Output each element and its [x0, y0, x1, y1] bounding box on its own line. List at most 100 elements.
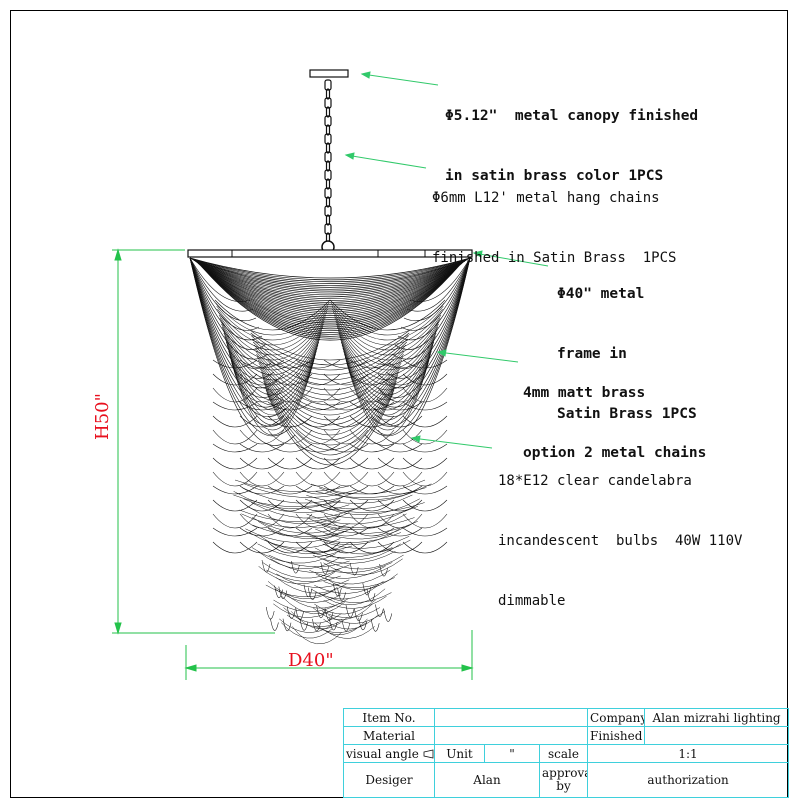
chain-strand [309, 532, 401, 543]
chain-strand [295, 607, 304, 620]
chain-strand [221, 323, 324, 371]
chain-strand [239, 359, 285, 369]
chain-strand [349, 485, 395, 495]
chain-strand [224, 335, 321, 391]
chain-strand [194, 260, 466, 318]
chain-strand [323, 457, 369, 470]
chain-strand [295, 415, 341, 428]
diameter-arrowhead [184, 664, 197, 672]
unit-label: Unit [434, 744, 485, 763]
chain-strand [196, 261, 464, 335]
chain-strand [267, 443, 313, 453]
chain-strand [194, 260, 466, 316]
chain-strand [261, 559, 271, 573]
chain-strand [306, 528, 400, 546]
material-value [433, 726, 589, 745]
hang-chain [324, 79, 332, 244]
chain-link [325, 88, 331, 100]
chain-strand [315, 569, 391, 585]
chain-strand [323, 596, 387, 609]
leader-drape [437, 351, 519, 363]
chain-strand [260, 371, 400, 431]
chain-strand [190, 257, 470, 283]
chain-strand [402, 471, 448, 487]
frame-ring-body [187, 249, 473, 258]
chain-strand [189, 257, 471, 279]
chain-link [324, 169, 332, 181]
chain-strand [295, 485, 341, 495]
chain-strand [370, 257, 471, 427]
chain-strand [406, 257, 471, 312]
chain-strand [282, 618, 292, 631]
chain-strand [341, 618, 351, 632]
chain-link [324, 223, 332, 235]
chain-strand [273, 603, 334, 618]
chain-strand [267, 527, 313, 537]
chain-strand [402, 359, 448, 369]
chain-strand [402, 513, 448, 529]
chain-strand [212, 541, 258, 554]
chain-strand [323, 387, 369, 403]
callout-line: Φ40" metal [557, 286, 645, 302]
chain-strand [323, 401, 369, 411]
chain-strand [323, 527, 369, 537]
chain-strand [189, 257, 251, 302]
chain-strand [377, 401, 423, 411]
chain-strand [196, 261, 464, 331]
callout-drape-chains: 4mm matt brass option 2 metal chains [523, 343, 706, 503]
chain-strand [193, 259, 467, 313]
callout-bulbs: 18*E12 clear candelabra incandescent bul… [498, 431, 742, 651]
chain-link [325, 178, 331, 190]
chain-strand [192, 258, 468, 300]
chain-strand [253, 344, 407, 386]
chain-strand [377, 387, 423, 403]
chain-strand [192, 259, 468, 303]
callout-line: in satin brass color 1PCS [445, 168, 664, 184]
chain-strand [239, 373, 285, 386]
chain-strand [212, 429, 258, 445]
chain-strand [212, 373, 258, 386]
chain-strand [244, 483, 357, 498]
chain-strand [358, 617, 367, 630]
chain-strand [196, 260, 464, 330]
chain-strand [257, 543, 344, 558]
chain-strand [337, 329, 438, 381]
chain-strand [323, 513, 369, 529]
height-label: H50" [92, 393, 113, 440]
title-row: Item No. Company Alan mizrahi lighting [343, 708, 790, 727]
chain-strand [189, 257, 293, 437]
chain-strand [190, 258, 470, 286]
chain-strand [283, 592, 349, 609]
scale-value: 1:1 [587, 744, 790, 763]
chain-strand [212, 359, 258, 369]
chain-strand [195, 260, 465, 326]
leader-arrowhead [410, 435, 421, 443]
chain-strand [216, 305, 329, 341]
chain-link [325, 196, 331, 208]
chain-strand [212, 513, 258, 529]
callout-line: finished in Satin Brass 1PCS [432, 250, 677, 266]
chain-strand [191, 258, 469, 292]
finished-value [644, 726, 790, 745]
chain-strand [265, 606, 275, 620]
chain-strand [212, 443, 258, 453]
projection-symbol-icon [423, 749, 434, 759]
chain-strand [266, 392, 394, 466]
chain-strand [256, 356, 404, 406]
chain-link [324, 187, 332, 199]
chain-strand [333, 314, 442, 356]
chain-strand [323, 558, 403, 576]
chain-strand [267, 457, 313, 470]
chain-strand [349, 457, 395, 470]
chain-strand [239, 401, 285, 411]
chain-link [324, 205, 332, 217]
height-arrowhead [114, 248, 122, 261]
callout-canopy: Φ5.12" metal canopy finished in satin br… [445, 66, 698, 226]
chain-strand [212, 401, 258, 411]
chain-strand [212, 499, 258, 512]
chain-strand [324, 608, 334, 621]
chain-strand [310, 479, 426, 495]
chain-strand [349, 527, 395, 537]
chain-strand [265, 584, 334, 597]
height-arrowhead [114, 622, 122, 635]
